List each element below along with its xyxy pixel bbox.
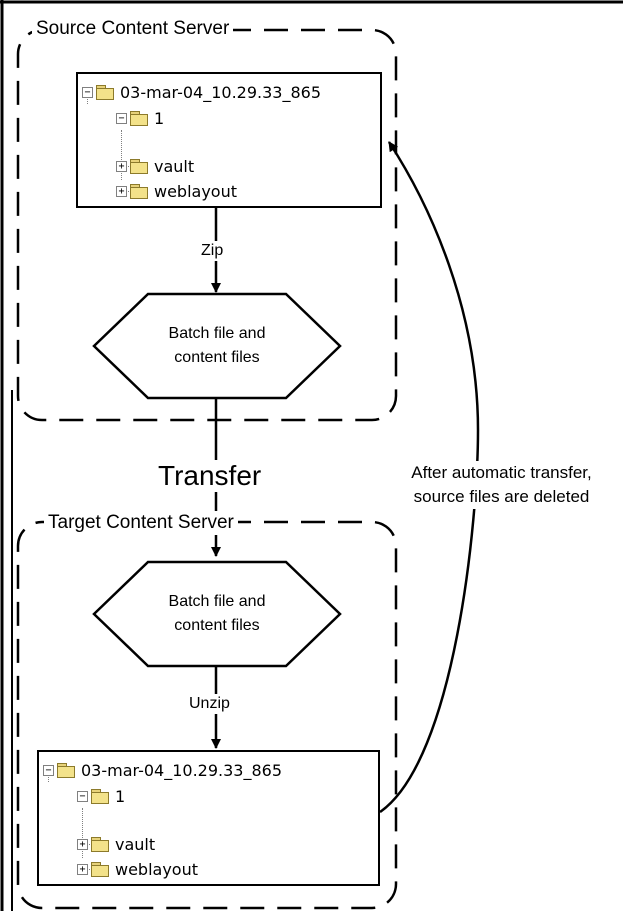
collapse-icon[interactable]: − <box>82 86 93 98</box>
target-hexagon-label: Batch file and content files <box>117 590 317 638</box>
tree-node-leaf[interactable]: + vault <box>116 156 194 176</box>
unzip-label: Unzip <box>186 694 233 714</box>
target-group-title: Target Content Server <box>44 511 238 535</box>
collapse-icon[interactable]: − <box>116 112 127 124</box>
collapse-icon[interactable]: − <box>43 764 54 776</box>
expand-icon[interactable]: + <box>77 863 88 875</box>
folder-icon <box>91 837 109 852</box>
source-group-title: Source Content Server <box>32 17 234 41</box>
source-hexagon-line-2: content files <box>174 349 260 366</box>
zip-label: Zip <box>198 241 227 261</box>
tree-node-label: 03-mar-04_10.29.33_865 <box>81 760 282 780</box>
tree-node-label: weblayout <box>154 181 238 201</box>
folder-icon <box>91 862 109 877</box>
expand-icon[interactable]: + <box>77 838 88 850</box>
tree-node-label: 1 <box>154 108 165 128</box>
tree-node-root[interactable]: − 03-mar-04_10.29.33_865 <box>82 82 321 102</box>
tree-node-child[interactable]: − 1 <box>77 786 125 806</box>
tree-node-leaf[interactable]: + weblayout <box>116 181 237 201</box>
return-note-line-2: source files are deleted <box>413 487 590 506</box>
return-note-line-1: After automatic transfer, <box>411 463 592 482</box>
folder-icon <box>91 789 109 804</box>
target-hexagon <box>92 560 342 668</box>
folder-icon <box>130 111 148 126</box>
tree-node-label: vault <box>154 156 195 176</box>
source-hexagon <box>92 292 342 400</box>
expand-icon[interactable]: + <box>116 160 127 172</box>
tree-node-label: vault <box>115 834 156 854</box>
expand-icon[interactable]: + <box>116 185 127 197</box>
folder-icon <box>130 159 148 174</box>
return-arrow <box>379 141 480 814</box>
folder-icon <box>57 763 75 778</box>
tree-node-root[interactable]: − 03-mar-04_10.29.33_865 <box>43 760 282 780</box>
source-hexagon-line-1: Batch file and <box>168 325 266 342</box>
target-hexagon-line-1: Batch file and <box>168 593 266 610</box>
folder-icon <box>130 184 148 199</box>
folder-icon <box>96 85 114 100</box>
source-folder-tree: − 03-mar-04_10.29.33_865 − 1 + vault + w… <box>76 72 382 208</box>
tree-node-leaf[interactable]: + weblayout <box>77 859 198 879</box>
return-note: After automatic transfer, source files a… <box>380 461 623 509</box>
tree-node-label: 03-mar-04_10.29.33_865 <box>120 82 321 102</box>
transfer-label: Transfer <box>154 460 266 492</box>
target-hexagon-line-2: content files <box>174 617 260 634</box>
tree-node-label: weblayout <box>115 859 199 879</box>
source-hexagon-label: Batch file and content files <box>117 322 317 370</box>
collapse-icon[interactable]: − <box>77 790 88 802</box>
tree-node-child[interactable]: − 1 <box>116 108 164 128</box>
tree-node-leaf[interactable]: + vault <box>77 834 155 854</box>
target-folder-tree: − 03-mar-04_10.29.33_865 − 1 + vault + w… <box>37 750 380 886</box>
tree-node-label: 1 <box>115 786 126 806</box>
